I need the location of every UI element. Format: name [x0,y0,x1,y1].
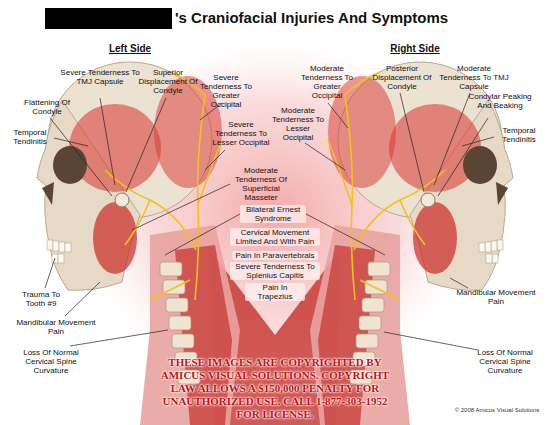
side-heading: Left Side [95,43,165,55]
copyright-note: © 2008 Amicus Visual Solutions [448,407,546,414]
symptom-label: Mandibular Movement Pain [452,288,540,306]
symptom-label: Condylar Peaking And Beaking [466,92,534,110]
symptom-label: Severe Tenderness To Greater Occipital [198,73,254,109]
symptom-label: Severe Tenderness To Lesser Occipital [212,120,270,147]
symptom-label: Moderate Tenderness To TMJ Capsule [438,64,510,91]
copyright-watermark: THESE IMAGES ARE COPYRIGHTED BY AMICUS V… [152,356,398,421]
side-heading: Right Side [380,43,450,55]
diagram-title: 's Craniofacial Injuries And Symptoms [175,9,448,26]
symptom-label: Moderate Tenderness Of Superficial Masse… [228,166,294,202]
symptom-label: Cervical Movement Limited And With Pain [230,228,320,246]
symptom-label: Moderate Tenderness To Greater Occipital [298,64,356,100]
symptom-label: Temporal Tendinitis [5,128,55,146]
symptom-label: Severe Tenderness To Splenius Capitis [230,262,320,280]
symptom-label: Pain In Paravertebrals [232,251,318,260]
symptom-label: Pain In Trapezius [245,283,305,301]
symptom-label: Flattening Of Condyle [18,98,76,116]
symptom-label: Loss Of Normal Cervical Spine Curvature [466,348,544,375]
symptom-label: Posterior Displacement Of Condyle [372,64,432,91]
symptom-label: Trauma To Tooth #9 [12,290,70,308]
symptom-label: Bilateral Ernest Syndrome [240,205,306,223]
symptom-label: Temporal Tendinitis [494,126,544,144]
symptom-label: Loss Of Normal Cervical Spine Curvature [12,348,90,375]
symptom-label: Moderate Tenderness To Lesser Occipital [270,106,326,142]
symptom-label: Superior Displacement Of Condyle [138,68,198,95]
symptom-label: Mandibular Movement Pain [12,318,100,336]
symptom-label: Severe Tenderness To TMJ Capsule [60,68,140,86]
